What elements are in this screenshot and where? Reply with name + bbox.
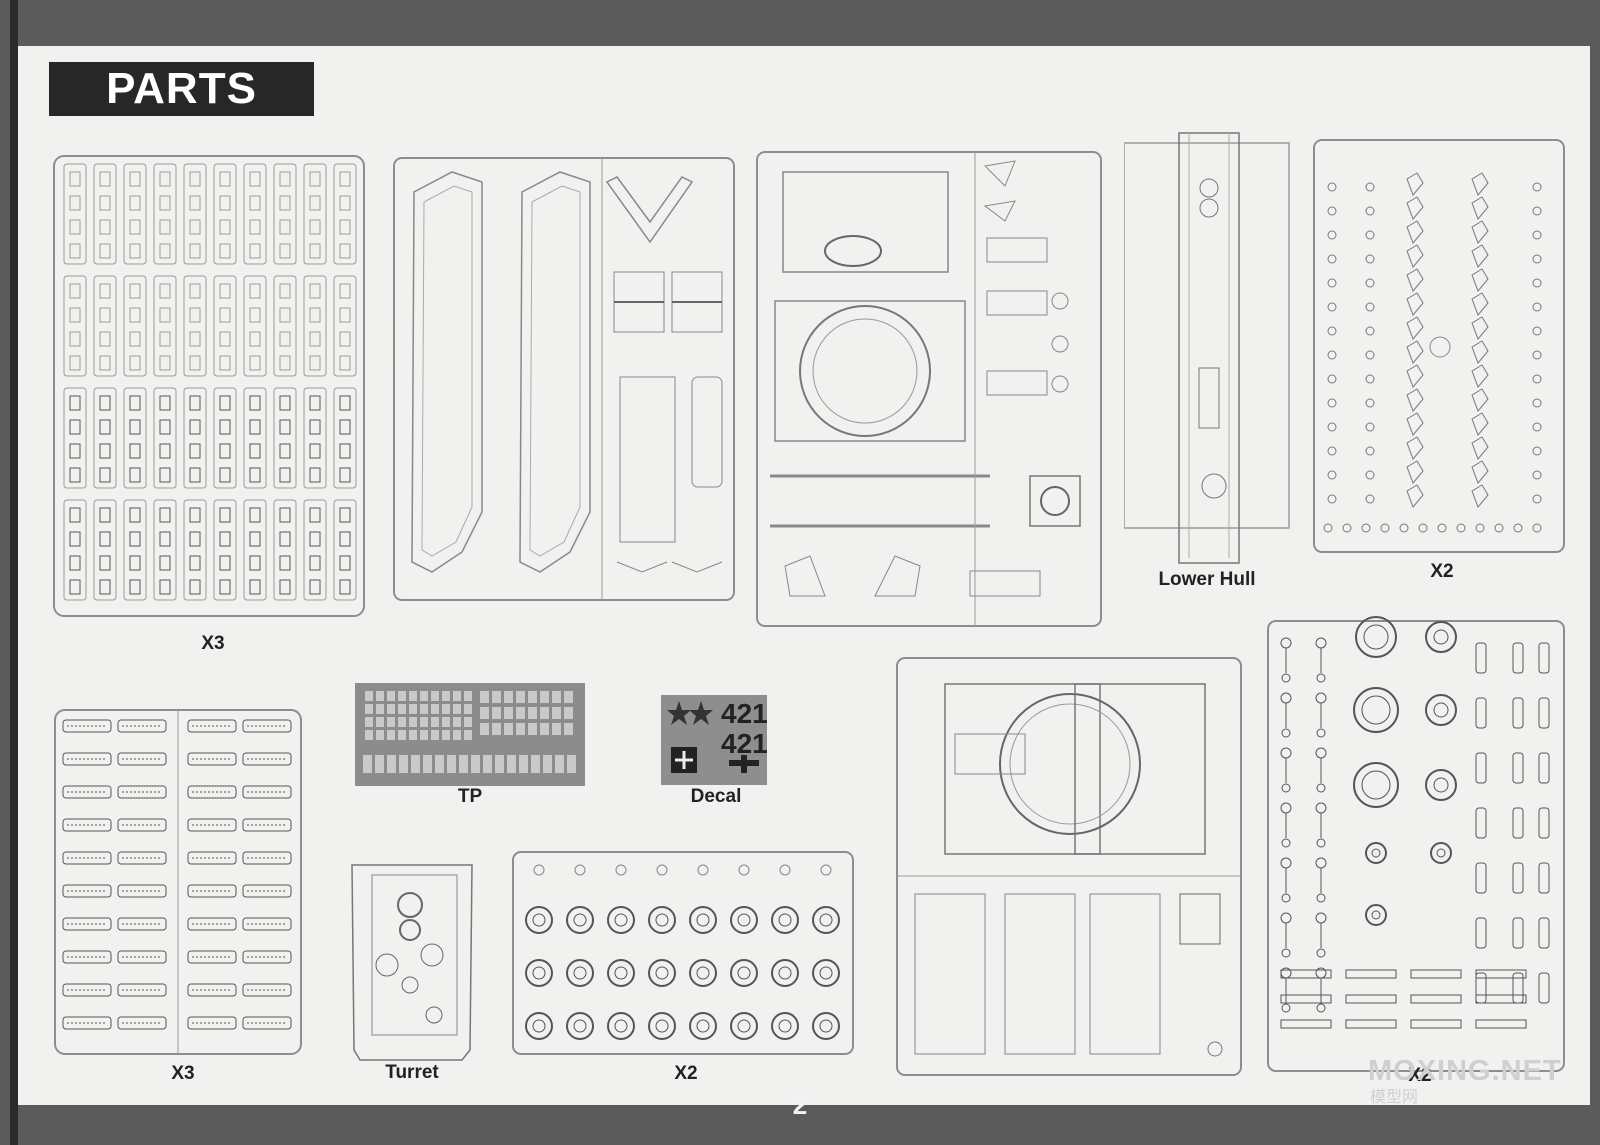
sprue-f-drawing	[53, 155, 365, 617]
sprue-t	[1266, 615, 1568, 1075]
lower-hull-part	[1124, 128, 1294, 568]
sprue-s	[392, 152, 738, 604]
wheel-sprue	[511, 848, 857, 1058]
sprue-d	[895, 654, 1245, 1079]
decal-sheet: 421 421	[661, 695, 767, 785]
sprue-e-quantity: X2	[1430, 561, 1454, 582]
sprue-d-drawing	[896, 657, 1242, 1076]
turret-part	[342, 855, 482, 1065]
sprue-f	[52, 150, 367, 620]
sprue-u-drawing	[756, 151, 1102, 627]
lower-hull-drawing	[1124, 132, 1290, 564]
decal-number-2: 421	[721, 728, 767, 759]
photo-etch-fret	[355, 683, 585, 786]
decal-label: Decal	[690, 786, 742, 807]
page-edge-shadow	[10, 0, 18, 1145]
track-sprue-quantity: X3	[171, 1063, 195, 1084]
turret-label: Turret	[385, 1062, 439, 1083]
track-sprue-drawing	[54, 709, 302, 1055]
sprue-f-quantity: X3	[201, 633, 225, 654]
star-decal-icon	[689, 701, 713, 725]
photo-etch-label: TP	[457, 786, 483, 807]
star-decal-icon	[667, 701, 691, 725]
lower-hull-label: Lower Hull	[1158, 569, 1256, 590]
turret-drawing	[351, 864, 473, 1061]
watermark-subtext: 模型网	[1370, 1089, 1419, 1106]
section-header: PARTS	[49, 62, 314, 116]
sprue-e	[1312, 132, 1567, 557]
page-number: 2	[792, 1090, 808, 1120]
sprue-e-drawing	[1313, 139, 1565, 553]
decal-number-1: 421	[721, 698, 767, 729]
sprue-t-drawing	[1267, 616, 1565, 1072]
track-sprue	[53, 708, 305, 1058]
wheel-sprue-drawing	[512, 851, 854, 1055]
page-title: PARTS	[106, 64, 257, 113]
photo-etch-drawing	[355, 683, 585, 786]
sprue-s-drawing	[393, 157, 735, 601]
sprue-t-quantity: X2	[1408, 1065, 1432, 1086]
decal-sheet-drawing: 421 421	[661, 695, 767, 785]
watermark: MOXING.NET	[1368, 1055, 1562, 1087]
wheel-sprue-quantity: X2	[674, 1063, 698, 1084]
sprue-u	[755, 146, 1105, 630]
